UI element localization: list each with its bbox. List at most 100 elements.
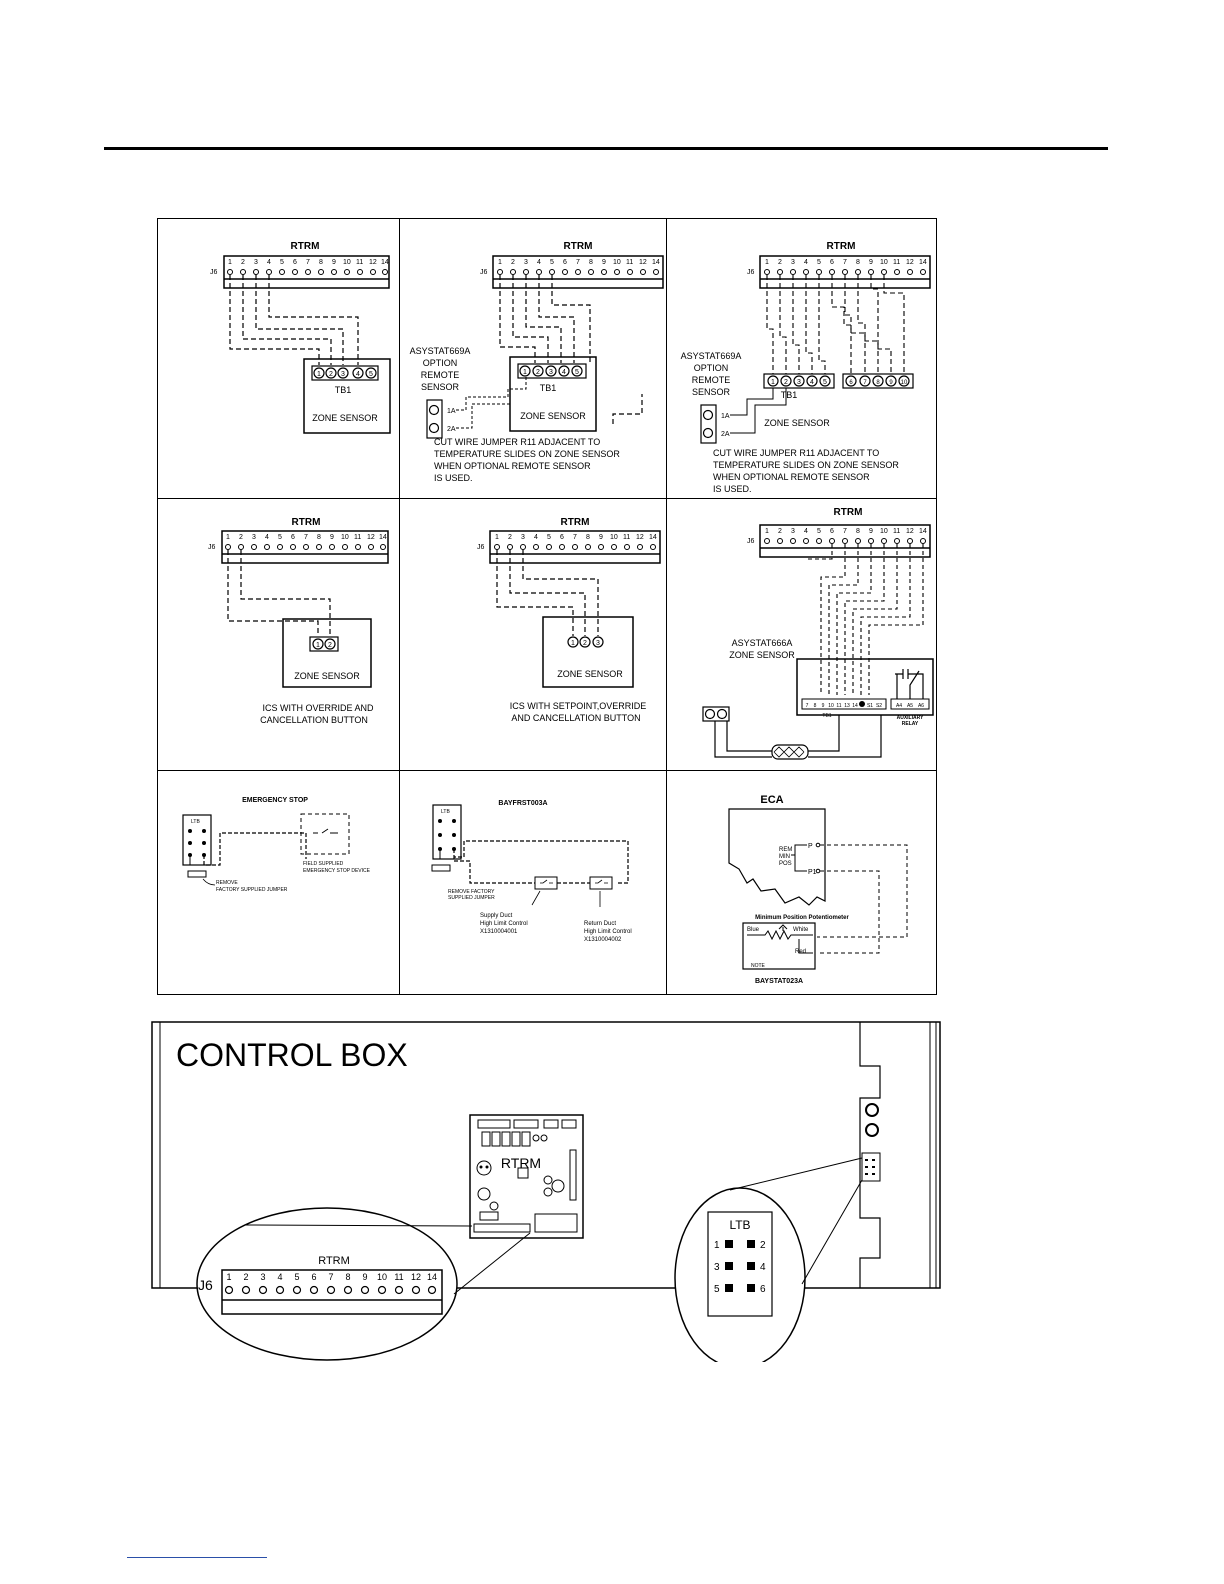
pin-number: 8 — [317, 534, 321, 541]
pin-number: 9 — [602, 259, 606, 266]
pin-number: 4 — [534, 534, 538, 541]
sensor-line: SENSOR — [692, 387, 731, 397]
panel-7-svg: EMERGENCY STOP LTB FIELD SUPPLIED EMERGE… — [182, 797, 371, 893]
magnifier-pin-numbers: 1 2 3 4 5 6 7 8 9 10 11 12 14 — [226, 1272, 437, 1282]
pin-number: 10 — [880, 528, 888, 535]
pin-number: 4 — [537, 259, 541, 266]
screw-icon — [428, 404, 440, 416]
pin-number: 6 — [830, 259, 834, 266]
high-limit-wires — [453, 840, 629, 884]
note-line: WHEN OPTIONAL REMOTE SENSOR — [713, 472, 870, 482]
pin-number: 2 — [778, 259, 782, 266]
zone-sensor-label: ZONE SENSOR — [520, 411, 586, 421]
relay-contacts-icon — [895, 669, 924, 699]
control-box-title: CONTROL BOX — [176, 1037, 408, 1073]
rtrm-pin-numbers: 1 2 3 4 5 6 7 8 9 10 11 12 14 — [228, 259, 389, 266]
zone-sensor-label: ZONE SENSOR — [764, 418, 830, 428]
panel-2-svg: RTRM J6 1 2 3 4 5 6 7 8 9 10 11 12 14 — [410, 241, 664, 483]
sensor-line: ASYSTAT669A — [681, 351, 742, 361]
terminal-number: 1 — [571, 640, 575, 647]
tb1-label: TB1 — [781, 390, 798, 400]
rtrm-pin-numbers: 1 2 3 4 5 6 7 8 9 10 11 12 14 — [765, 259, 927, 266]
knockout-icon — [865, 1103, 879, 1117]
terminal-number: 10 — [828, 703, 834, 709]
ltb-terminal-icons — [438, 819, 456, 851]
pin-number: 3 — [254, 259, 258, 266]
sensor-line: OPTION — [423, 358, 458, 368]
pin-number: 1 — [226, 1272, 231, 1282]
terminal-number: S2 — [876, 703, 882, 709]
terminal-number: 9 — [822, 703, 825, 709]
ltb-magnifier — [674, 1187, 806, 1369]
field-line: EMERGENCY STOP DEVICE — [303, 868, 371, 874]
pin-number: 3 — [791, 259, 795, 266]
panel-asystat666a: RTRM J6 1 2 3 4 5 6 7 8 9 10 11 12 14 — [666, 498, 937, 771]
note-text: CUT WIRE JUMPER R11 ADJACENT TO TEMPERAT… — [434, 437, 620, 483]
control-box-diagram: CONTROL BOX RTRM RTRM J6 — [150, 1018, 943, 1369]
rtrm-label: RTRM — [291, 241, 320, 252]
terminal-number: 2 — [329, 371, 333, 378]
ltb-magnified-label: LTB — [729, 1218, 750, 1232]
magnifier-rtrm-label: RTRM — [318, 1255, 350, 1267]
terminal-number: 4 — [810, 379, 814, 386]
return-line: X1310004002 — [584, 937, 622, 943]
pin-number: 5 — [547, 534, 551, 541]
pin-number: 14 — [379, 534, 387, 541]
sensor-line: OPTION — [694, 363, 729, 373]
relay-term: A4 — [896, 703, 902, 709]
j6-label: J6 — [480, 269, 488, 276]
magnifier-pin-holes — [224, 1285, 437, 1295]
potentiometer-label: Minimum Position Potentiometer — [755, 915, 849, 921]
note-line: CUT WIRE JUMPER R11 ADJACENT TO — [713, 448, 879, 458]
terminal-number: 2 — [583, 640, 587, 647]
pin-number: 5 — [294, 1272, 299, 1282]
pin-number: 14 — [427, 1272, 437, 1282]
rtrm-pin-numbers: 1 2 3 4 5 6 7 8 9 10 11 12 14 — [226, 534, 387, 541]
leader-line — [202, 878, 216, 886]
control-box-svg: CONTROL BOX RTRM RTRM J6 — [151, 1021, 941, 1369]
panel-4-clean-svg: RTRM J6 1 2 3 4 5 6 7 8 9 10 11 12 14 — [208, 517, 389, 725]
remove-line: REMOVE FACTORY — [448, 889, 495, 895]
terminal-number: 1 — [771, 379, 775, 386]
panel-6-svg: RTRM J6 1 2 3 4 5 6 7 8 9 10 11 12 14 — [702, 507, 934, 760]
j6-label: J6 — [477, 544, 485, 551]
sensor-line: REMOTE — [421, 370, 460, 380]
terminal-number: 14 — [852, 703, 858, 709]
pin-number: 4 — [265, 534, 269, 541]
supply-limit-switch-icon — [534, 876, 558, 890]
note-line: IS USED. — [434, 473, 473, 483]
pin-number: 5 — [278, 534, 282, 541]
pin-number: 6 — [563, 259, 567, 266]
pin-number: 3 — [791, 528, 795, 535]
tb1-terminals — [311, 365, 379, 381]
remote-sensor-block — [426, 399, 443, 439]
zone-sensor-label: ZONE SENSOR — [294, 671, 360, 681]
rtrm-pin-holes — [227, 269, 388, 275]
screw-icon — [428, 422, 440, 434]
pin-number: 9 — [332, 259, 336, 266]
terminal-number: 9 — [889, 380, 893, 386]
terminal-number: 3 — [341, 371, 345, 378]
wires — [227, 550, 331, 636]
remote-wires — [730, 388, 787, 434]
pin-number: 8 — [586, 534, 590, 541]
pin-number: 7 — [576, 259, 580, 266]
wires — [229, 275, 359, 365]
jumper-icon — [431, 849, 451, 872]
relay-line: AUXILIARY — [897, 715, 924, 721]
tb1-terminals — [517, 363, 587, 379]
red-label: Red — [795, 949, 806, 955]
caption-line: AND CANCELLATION BUTTON — [511, 713, 640, 723]
terminal-number: 2 — [536, 369, 540, 376]
rtrm-label: RTRM — [564, 241, 593, 252]
terminal-number: 8 — [876, 380, 880, 386]
ltb-pin: 6 — [760, 1284, 766, 1295]
ltb-pin: 4 — [760, 1262, 766, 1273]
ltb-label: LTB — [441, 809, 450, 815]
pin-number: 9 — [599, 534, 603, 541]
relay-line: RELAY — [902, 721, 919, 727]
footer-link-rule — [127, 1557, 267, 1558]
note-line: TEMPERATURE SLIDES ON ZONE SENSOR — [434, 449, 620, 459]
rtrm-pin-holes — [497, 269, 659, 275]
eca-outline — [728, 808, 826, 906]
